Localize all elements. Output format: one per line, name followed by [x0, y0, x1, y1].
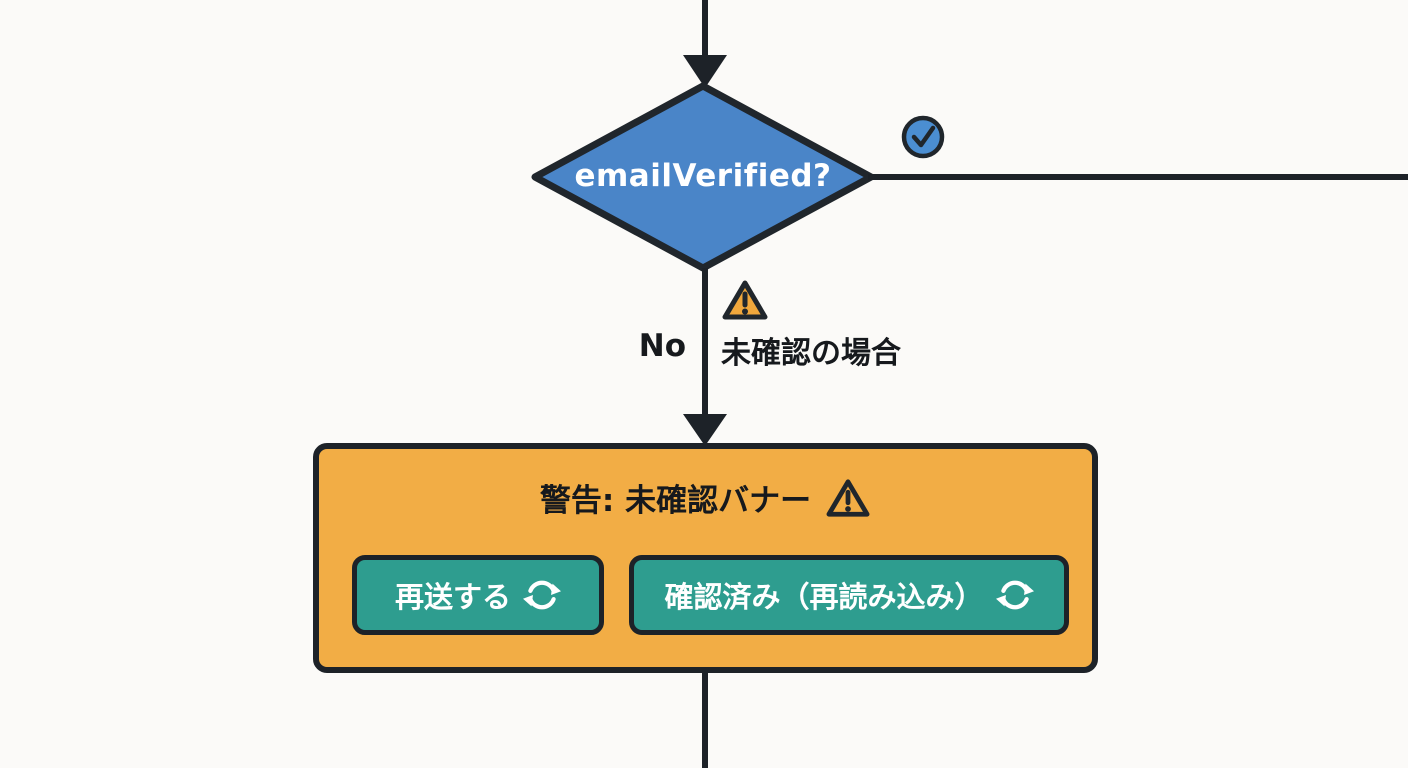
no-branch-line	[683, 268, 727, 446]
verified-reload-button-label: 確認済み（再読み込み）	[664, 580, 984, 614]
resend-button[interactable]: 再送する	[352, 555, 604, 635]
resend-button-label: 再送する	[394, 580, 511, 614]
warning-banner-box: 警告: 未確認バナー 再送する 確認済み（再読み込み）	[313, 443, 1098, 673]
refresh-icon	[523, 580, 561, 610]
no-branch-label: No	[638, 328, 686, 364]
warning-banner-title: 警告: 未確認バナー	[539, 483, 812, 519]
incoming-arrow	[683, 0, 727, 88]
decision-label: emailVerified?	[574, 158, 832, 194]
no-branch-annotation: 未確認の場合	[721, 336, 901, 371]
verified-reload-button[interactable]: 確認済み（再読み込み）	[629, 555, 1069, 635]
check-circle-icon	[901, 115, 945, 159]
warning-banner-title-row: 警告: 未確認バナー	[319, 475, 1092, 520]
warning-triangle-outline-icon	[826, 478, 870, 517]
refresh-icon	[995, 580, 1034, 610]
warning-triangle-icon	[722, 280, 768, 320]
